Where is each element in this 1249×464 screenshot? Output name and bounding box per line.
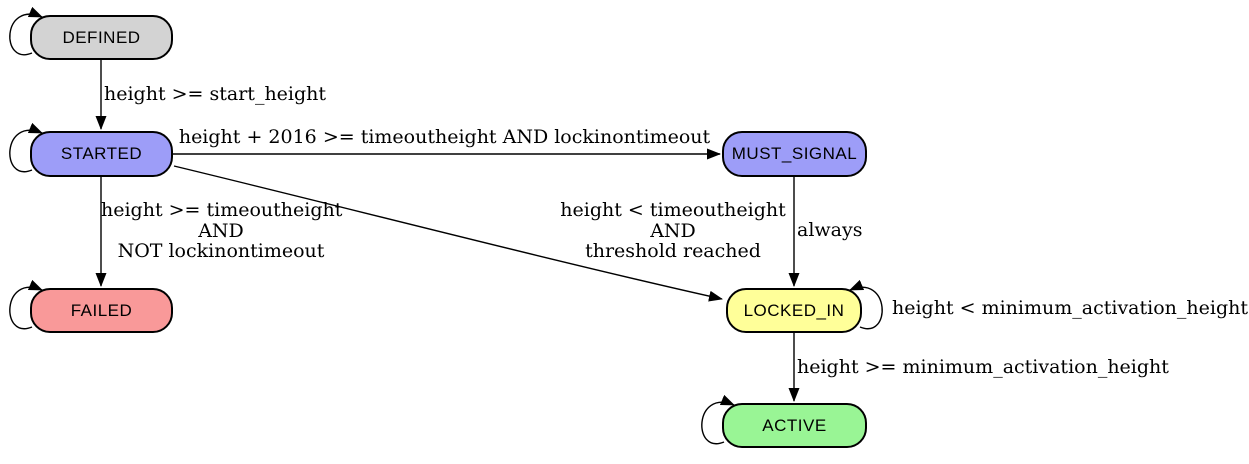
transition-label-lockedin-self-loop: height < minimum_activation_height bbox=[892, 298, 1248, 319]
transition-label-line: NOT lockinontimeout bbox=[117, 240, 325, 262]
edge-started-to-lockedin bbox=[173, 165, 723, 302]
state-must-signal-label: MUST_SIGNAL bbox=[731, 144, 858, 163]
self-loop-defined bbox=[9, 6, 43, 56]
transition-label-line: AND bbox=[650, 219, 696, 242]
transition-label-defined-to-started: height >= start_height bbox=[104, 84, 326, 105]
transition-label-line: height + 2016 >= timeoutheight AND locki… bbox=[178, 126, 711, 148]
self-loop-failed bbox=[9, 279, 43, 330]
transition-label-line: threshold reached bbox=[585, 240, 761, 262]
state-must-signal[interactable]: MUST_SIGNAL bbox=[722, 131, 867, 177]
transition-label-line: always bbox=[797, 219, 863, 241]
transition-label-line: height < timeoutheight bbox=[560, 199, 786, 221]
state-locked-in-label: LOCKED_IN bbox=[743, 300, 845, 320]
transition-label-started-to-mustsignal: height + 2016 >= timeoutheight AND locki… bbox=[172, 127, 717, 148]
state-defined-label: DEFINED bbox=[62, 27, 141, 47]
transition-label-started-to-lockedin: height < timeoutheight AND threshold rea… bbox=[553, 200, 793, 262]
transition-label-line: height >= start_height bbox=[104, 83, 327, 105]
state-failed[interactable]: FAILED bbox=[30, 288, 173, 333]
transition-label-line: height < minimum_activation_height bbox=[892, 297, 1248, 319]
self-loop-lockedin bbox=[849, 279, 883, 330]
state-active-label: ACTIVE bbox=[762, 415, 827, 435]
state-started-label: STARTED bbox=[60, 144, 143, 163]
self-loop-active bbox=[701, 394, 735, 445]
transition-label-line: AND bbox=[198, 219, 244, 242]
state-locked-in[interactable]: LOCKED_IN bbox=[726, 288, 862, 333]
state-failed-label: FAILED bbox=[70, 300, 133, 320]
state-started[interactable]: STARTED bbox=[30, 131, 173, 177]
transition-label-mustsignal-to-lockedin: always bbox=[797, 220, 862, 241]
transition-label-line: height >= minimum_activation_height bbox=[797, 356, 1169, 378]
state-defined[interactable]: DEFINED bbox=[30, 15, 173, 60]
self-loop-started bbox=[9, 122, 43, 173]
state-active[interactable]: ACTIVE bbox=[722, 403, 867, 448]
transition-label-started-to-failed: height >= timeoutheight AND NOT lockinon… bbox=[101, 199, 343, 262]
transition-label-lockedin-to-active: height >= minimum_activation_height bbox=[797, 357, 1169, 378]
transition-label-line: height >= timeoutheight bbox=[101, 199, 343, 221]
